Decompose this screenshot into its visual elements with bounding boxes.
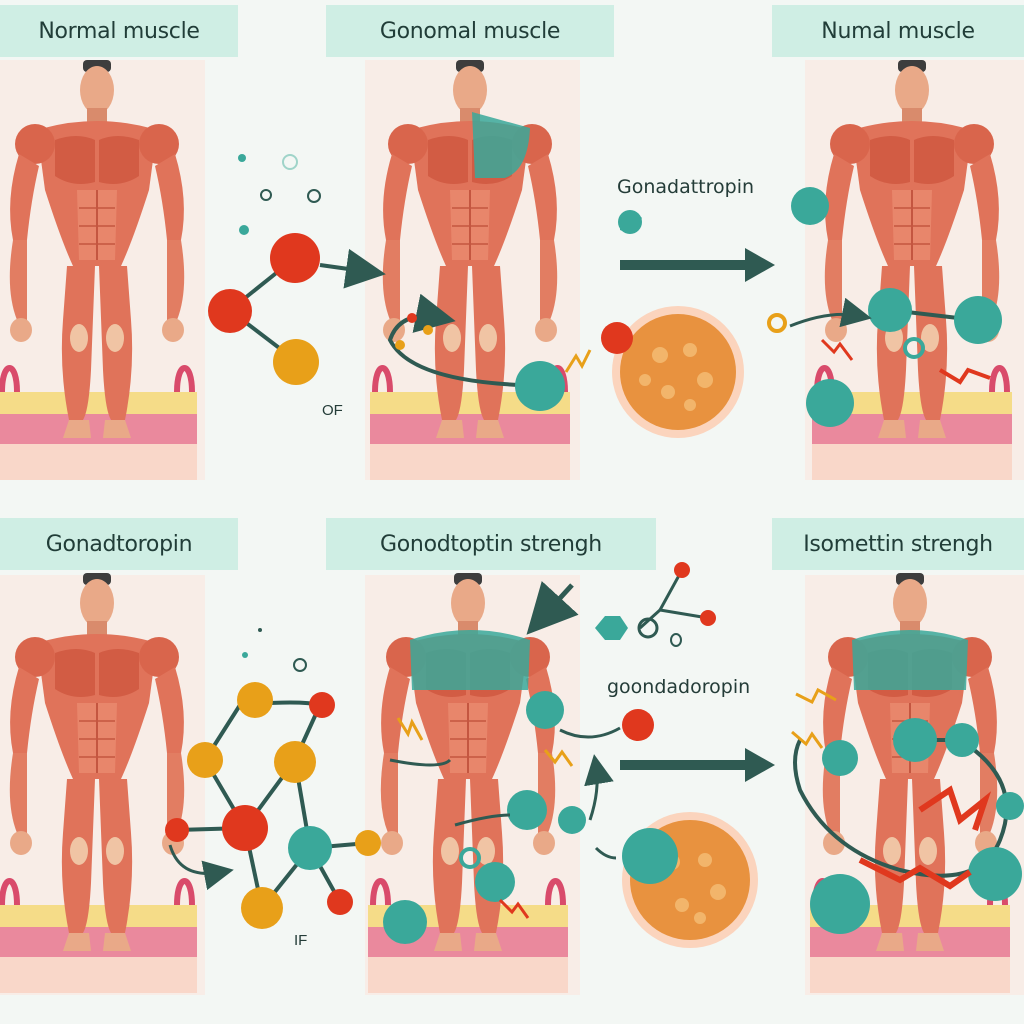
teal-molecule-top-center xyxy=(387,293,592,411)
top-arrow-label: Gonadattropin xyxy=(617,176,755,198)
molecule-network-bottom-left xyxy=(165,628,381,929)
molecule-bottom-center-small xyxy=(595,562,716,647)
fat-cell-bottom xyxy=(594,812,758,948)
bottom-arrow-label: goondadoropin xyxy=(607,676,751,698)
fat-cell-top xyxy=(601,306,744,438)
gonadotropin-arrow-bottom xyxy=(559,709,775,782)
gonadotropin-arrow-top xyxy=(618,210,775,282)
panel-label-bottom-right: Isomettin strengh xyxy=(772,518,1024,570)
panel-label-bottom-left: Gonadtoropin xyxy=(0,518,238,570)
teal-molecules-bottom-right xyxy=(791,687,1024,934)
panel-label-bottom-center: Gonodtoptin strengh xyxy=(326,518,656,570)
molecule-top-left xyxy=(208,154,386,385)
top-molecule-label: OF xyxy=(322,402,343,419)
teal-molecules-top-right xyxy=(767,187,1002,427)
bottom-molecule-label: IF xyxy=(294,932,308,949)
teal-molecules-bottom-center xyxy=(383,580,614,944)
panel-label-top-center: Gonomal muscle xyxy=(326,5,614,57)
panel-label-top-left: Normal muscle xyxy=(0,5,238,57)
panel-label-top-right: Numal muscle xyxy=(772,5,1024,57)
